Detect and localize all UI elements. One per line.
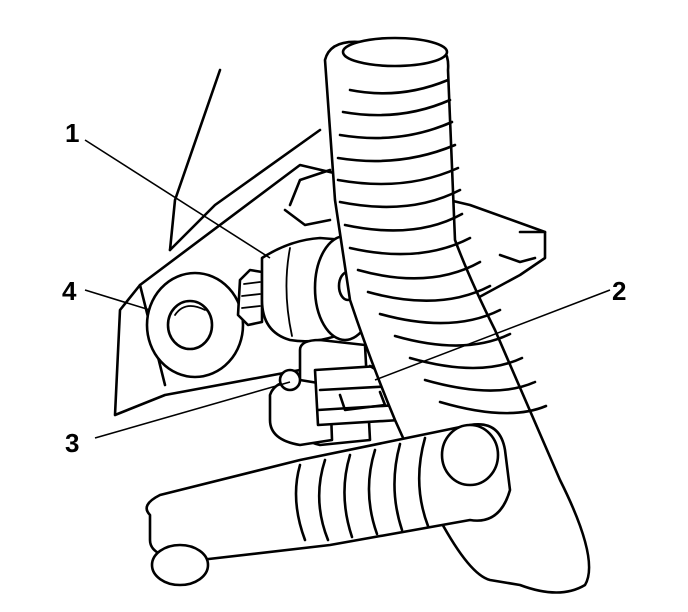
leader-line-4 (84, 289, 151, 311)
leader-line-3 (94, 381, 291, 439)
horizontal-hose (145, 422, 512, 587)
leader-line-2 (374, 289, 611, 381)
mounting-nut (145, 271, 245, 379)
callout-labels: 1 2 3 4 (62, 118, 626, 458)
vertical-hose (323, 36, 591, 594)
callout-2: 2 (612, 276, 626, 306)
callout-1: 1 (65, 118, 79, 148)
callout-4: 4 (62, 276, 77, 306)
leader-lines (84, 139, 611, 439)
callout-3: 3 (65, 428, 79, 458)
leader-line-1 (84, 139, 271, 259)
